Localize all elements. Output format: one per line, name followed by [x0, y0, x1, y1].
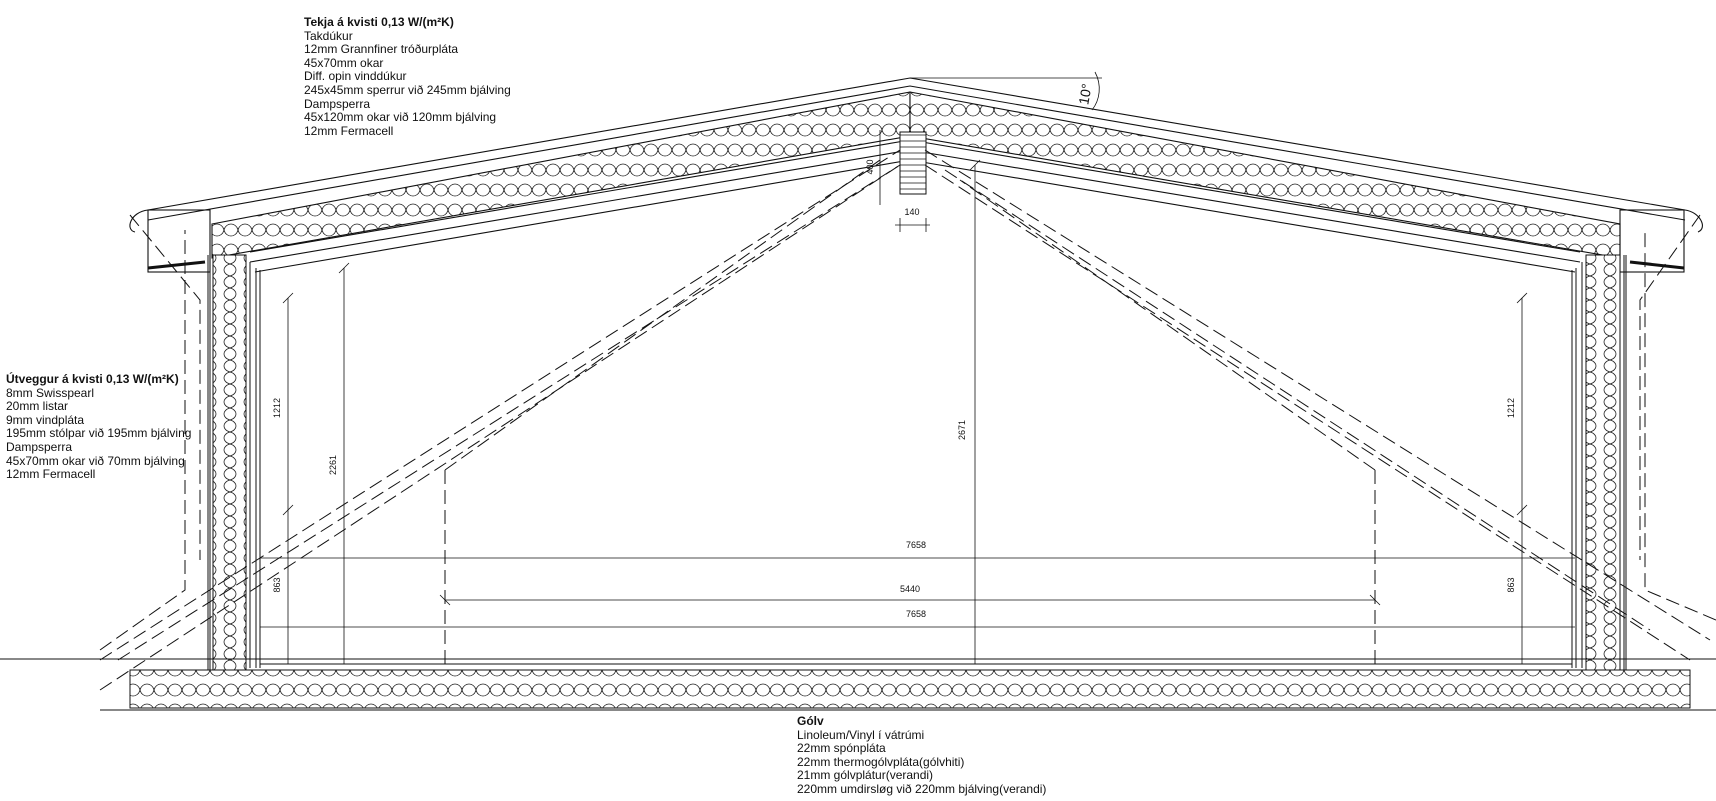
ridge-beam — [879, 130, 930, 232]
floor-build-up-note: Gólv Linoleum/Vinyl í vátrúmi 22mm spónp… — [797, 714, 1047, 797]
roof-build-up-note: Tekja á kvisti 0,13 W/(m²K) Takdúkur 12m… — [304, 15, 511, 138]
dim-left-upper: 1212 — [272, 398, 282, 418]
dim-right-upper: 1212 — [1506, 398, 1516, 418]
roof-note-line: Dampsperra — [304, 96, 371, 111]
floor-note-line: 22mm thermogólvpláta(gólvhiti) — [797, 754, 965, 769]
floor-note-line: 22mm spónpláta — [797, 741, 886, 756]
right-wall — [1571, 254, 1627, 671]
roof-note-line: 45x70mm okar — [304, 55, 384, 70]
floor-note-line: Linoleum/Vinyl í vátrúmi — [797, 727, 925, 742]
wall-note-line: 45x70mm okar við 70mm bjálving — [6, 453, 185, 468]
dim-width-outer: 7658 — [906, 540, 926, 550]
floor-note-line: 21mm gólvplátur(verandi) — [797, 768, 934, 783]
wall-note-line: 12mm Fermacell — [6, 467, 96, 482]
roof-note-line: Takdúkur — [304, 28, 353, 43]
wall-note-line: 8mm Swisspearl — [6, 385, 95, 400]
wall-note-title: Útveggur á kvisti 0,13 W/(m²K) — [6, 372, 179, 386]
dashed-existing-outline — [99, 149, 1716, 691]
roof-note-line: 245x45mm sperrur við 245mm bjálving — [304, 82, 511, 97]
dim-ridge-beam-width: 140 — [904, 207, 919, 217]
floor — [0, 658, 1716, 711]
roof-note-title: Tekja á kvisti 0,13 W/(m²K) — [304, 15, 454, 29]
roof-note-line: 12mm Fermacell — [304, 123, 394, 138]
dim-left-total: 2261 — [328, 455, 338, 475]
dim-width-floor: 7658 — [906, 609, 926, 619]
floor-note-line: 220mm umdirsløg við 220mm bjálving(veran… — [797, 781, 1047, 796]
wall-note-line: 20mm listar — [6, 399, 69, 414]
wall-build-up-note: Útveggur á kvisti 0,13 W/(m²K) 8mm Swiss… — [6, 372, 192, 482]
left-wall — [207, 254, 261, 671]
roof-note-line: 12mm Grannfiner tróðurpláta — [304, 42, 459, 57]
roof-note-line: 45x120mm okar við 120mm bjálving — [304, 110, 497, 125]
floor-note-title: Gólv — [797, 714, 824, 728]
roof-note-line: Diff. opin vinddúkur — [304, 69, 407, 84]
dim-right-lower: 863 — [1506, 577, 1516, 592]
dim-roof-angle: 10° — [1075, 82, 1094, 106]
dimension-lines — [260, 71, 1575, 664]
wall-note-line: 195mm stólpar við 195mm bjálving — [6, 426, 192, 441]
dim-left-lower: 863 — [272, 577, 282, 592]
dim-ridge-beam-height: 400 — [865, 159, 875, 174]
dim-width-inner: 5440 — [900, 584, 920, 594]
wall-note-line: Dampsperra — [6, 439, 73, 454]
wall-note-line: 9mm vindpláta — [6, 412, 85, 427]
dim-ridge-height: 2671 — [957, 420, 967, 440]
